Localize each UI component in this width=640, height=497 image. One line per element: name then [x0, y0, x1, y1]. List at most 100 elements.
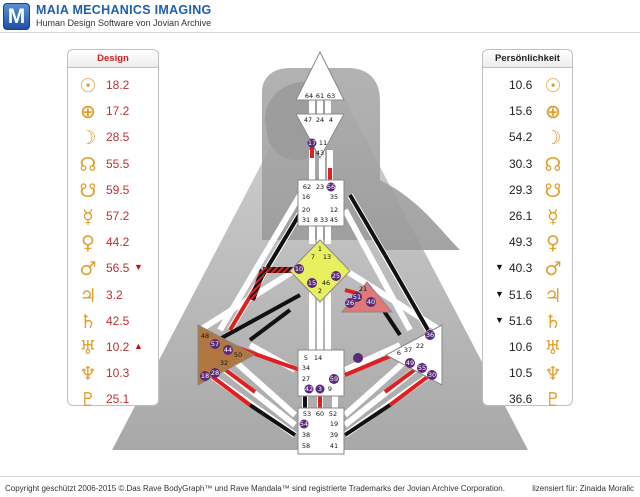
planet-row[interactable]: ♆10.3: [68, 360, 158, 386]
svg-text:60: 60: [316, 410, 324, 418]
svg-text:33: 33: [320, 216, 328, 224]
planet-row[interactable]: ♄ 51.6 ▼: [483, 308, 572, 334]
planet-row[interactable]: ♆10.5: [483, 360, 572, 386]
planet-row[interactable]: ☊30.3: [483, 151, 572, 177]
planet-row[interactable]: ☋29.3: [483, 177, 572, 203]
moon-icon: ☽: [544, 127, 562, 150]
planet-row[interactable]: ☋59.5: [68, 177, 158, 203]
planet-row[interactable]: ⊕17.2: [68, 98, 158, 124]
planet-row[interactable]: ♅10.2▲: [68, 334, 158, 360]
mercury-icon: ☿: [82, 206, 94, 228]
planet-value: 10.6: [509, 340, 533, 354]
svg-text:49: 49: [406, 359, 414, 367]
planet-value: 51.6: [509, 313, 533, 328]
saturn-icon: ♄: [544, 310, 562, 333]
center-throat[interactable]: [297, 179, 345, 227]
svg-text:22: 22: [416, 342, 424, 350]
svg-text:56: 56: [327, 183, 335, 191]
planet-row[interactable]: ☉10.6: [483, 72, 572, 98]
planet-row[interactable]: ♄42.5: [68, 308, 158, 334]
planet-row[interactable]: ♂56.5▼: [68, 255, 158, 281]
planet-value: 10.6: [509, 78, 533, 92]
planet-value: 57.2: [106, 209, 130, 223]
svg-text:11: 11: [319, 139, 327, 147]
svg-text:5: 5: [304, 354, 308, 362]
design-panel-title: Design: [68, 50, 158, 68]
planet-row[interactable]: ☿26.1: [483, 203, 572, 229]
app-subtitle: Human Design Software von Jovian Archive: [36, 18, 212, 28]
planet-row[interactable]: ♇36.6: [483, 386, 572, 412]
channel-58-18: [248, 403, 297, 437]
fixation-arrow-icon: ▲: [134, 341, 143, 351]
pluto-icon: ♇: [79, 389, 97, 412]
center-solar-plexus[interactable]: [384, 324, 443, 386]
planet-row[interactable]: ☊55.5: [68, 151, 158, 177]
svg-text:50: 50: [234, 351, 242, 359]
jupiter-icon: ♃: [79, 284, 97, 307]
center-root[interactable]: [297, 407, 345, 455]
svg-text:44: 44: [224, 346, 232, 354]
planet-row[interactable]: ♅10.6: [483, 334, 572, 360]
planet-row[interactable]: ♂40.3▼: [483, 255, 572, 281]
personality-panel: Persönlichkeit ☉10.6⊕15.6☽54.2☊30.3☋29.3…: [482, 49, 573, 411]
footer: Copyright geschützt 2006-2015 ©.Das Rave…: [0, 476, 640, 497]
planet-row[interactable]: ☿ 57.2: [68, 203, 158, 229]
planet-value: 15.6: [509, 104, 533, 119]
svg-text:10: 10: [295, 265, 303, 273]
svg-text:13: 13: [323, 253, 331, 261]
svg-text:8: 8: [314, 216, 318, 224]
svg-text:9: 9: [328, 385, 332, 393]
planet-row[interactable]: ♃3.2: [68, 282, 158, 308]
center-g[interactable]: [289, 239, 351, 303]
svg-text:26: 26: [346, 299, 354, 307]
design-panel: Design ☉18.2⊕17.2☽28.5☊55.5☋59.5 ☿ 57.2 ♀44…: [67, 49, 159, 411]
svg-text:21: 21: [359, 285, 367, 293]
planet-value: 26.1: [509, 209, 533, 223]
svg-text:2: 2: [318, 287, 322, 295]
svg-text:51: 51: [353, 293, 361, 301]
svg-text:7: 7: [311, 253, 315, 261]
svg-text:25: 25: [332, 272, 340, 280]
svg-text:16: 16: [302, 193, 310, 201]
svg-text:57: 57: [211, 340, 219, 348]
planet-row[interactable]: ☉18.2: [68, 72, 158, 98]
channel-35-36: [383, 254, 430, 331]
svg-text:6: 6: [397, 349, 401, 357]
planet-row[interactable]: ⊕15.6: [483, 98, 572, 124]
svg-text:58: 58: [302, 442, 310, 450]
svg-text:41: 41: [330, 442, 338, 450]
svg-text:15: 15: [308, 279, 316, 287]
center-ajna[interactable]: [295, 113, 345, 160]
planet-row[interactable]: ☽54.2: [483, 124, 572, 150]
fixation-arrow-icon: ▼: [495, 314, 504, 325]
planet-row[interactable]: ♇ 25.1: [68, 386, 158, 412]
svg-text:4: 4: [329, 116, 333, 124]
planet-row[interactable]: ♀49.3: [483, 229, 572, 255]
svg-text:36: 36: [426, 331, 434, 339]
svg-text:20: 20: [302, 206, 310, 214]
active-gate-markers: [200, 138, 437, 429]
planet-value: 55.5: [106, 156, 130, 171]
svg-text:27: 27: [302, 375, 310, 383]
planet-value: 17.2: [106, 104, 130, 119]
svg-text:12: 12: [330, 206, 338, 214]
planet-value: 44.2: [106, 235, 130, 250]
svg-text:52: 52: [329, 410, 337, 418]
svg-text:43: 43: [316, 149, 324, 157]
svg-text:18: 18: [201, 372, 209, 380]
planet-row[interactable]: ☽28.5: [68, 124, 158, 150]
planet-value: 25.1: [106, 392, 130, 407]
planet-row[interactable]: ♀44.2: [68, 229, 158, 255]
personality-panel-title: Persönlichkeit: [483, 50, 572, 68]
mars-icon: ♂: [544, 258, 562, 281]
planet-row[interactable]: ♃51.6▼: [483, 282, 572, 308]
fixation-arrow-icon: ▼: [495, 262, 504, 273]
channel-41-30: [343, 403, 392, 437]
svg-text:46: 46: [322, 279, 330, 287]
svg-text:1: 1: [318, 245, 322, 253]
svg-text:30: 30: [428, 371, 436, 379]
center-head[interactable]: [295, 50, 345, 101]
planet-value: 30.3: [509, 156, 533, 171]
